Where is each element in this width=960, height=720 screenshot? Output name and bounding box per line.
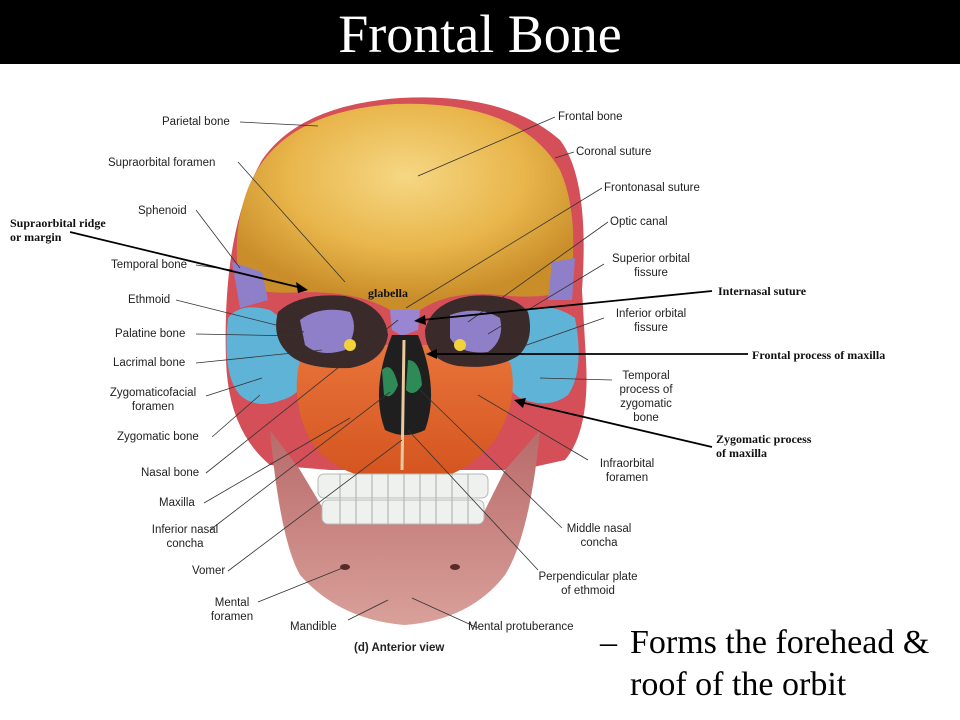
label-temporal-process-line4: bone [633, 412, 659, 424]
label-optic-canal: Optic canal [610, 216, 668, 228]
left-optic-yellow [344, 339, 356, 351]
annotation-supraorbital-line2: or margin [10, 230, 62, 244]
label-sup-orbital-line1: Superior orbital [612, 253, 690, 265]
label-mental-foramen: Mental foramen [202, 596, 262, 624]
annotation-supraorbital-ridge: Supraorbital ridge or margin [10, 216, 106, 244]
label-mental-protuberance: Mental protuberance [468, 621, 574, 633]
label-inf-nasal-line1: Inferior nasal [151, 524, 219, 536]
annotation-glabella: glabella [368, 286, 409, 300]
label-inferior-orbital-fissure: Inferior orbital fissure [596, 307, 706, 335]
label-mental-foramen-line1: Mental [214, 597, 250, 609]
annotation-zygomatic-process-line2: of maxilla [716, 446, 767, 460]
label-temporal-process-line1: Temporal [622, 370, 670, 382]
mental-foramen-right [450, 564, 460, 570]
label-inf-orbital-line1: Inferior orbital [615, 308, 687, 320]
label-coronal-suture: Coronal suture [576, 146, 652, 158]
frontal-bone-shape [236, 103, 574, 310]
label-perpendicular-plate: Perpendicular plate of ethmoid [528, 570, 648, 598]
label-infraorbital-line1: Infraorbital [599, 458, 655, 470]
label-infraorbital-line2: foramen [605, 472, 649, 484]
bullet-dash: – [600, 624, 617, 661]
slide-title: Frontal Bone [338, 4, 622, 64]
label-zygomaticofacial-foramen: Zygomaticofacial foramen [98, 386, 208, 414]
label-temporal-process: Temporal process of zygomatic bone [606, 369, 686, 425]
label-vomer: Vomer [192, 565, 226, 577]
label-ethmoid: Ethmoid [128, 294, 171, 306]
nasal-concha-right [406, 360, 422, 394]
title-bar [0, 0, 960, 64]
label-sup-orbital-line2: fissure [634, 267, 668, 279]
annotation-zygomatic-process: Zygomatic process of maxilla [716, 432, 811, 460]
label-parietal-bone: Parietal bone [162, 116, 230, 128]
label-temporal-bone: Temporal bone [111, 259, 188, 271]
label-mental-foramen-line2: foramen [210, 611, 254, 623]
label-perp-plate-line1: Perpendicular plate [538, 571, 638, 583]
label-zygomatic-bone: Zygomatic bone [117, 431, 199, 443]
label-inf-orbital-line2: fissure [634, 322, 668, 334]
right-optic-yellow [454, 339, 466, 351]
annotation-frontal-process: Frontal process of maxilla [752, 348, 886, 362]
label-superior-orbital-fissure: Superior orbital fissure [596, 252, 706, 280]
bullet-line1: Forms the forehead & [630, 624, 930, 661]
annotation-zygomatic-process-line1: Zygomatic process [716, 432, 812, 446]
nasal-bone-shape [390, 310, 420, 336]
view-caption: (d) Anterior view [354, 642, 445, 654]
label-perp-plate-line2: of ethmoid [561, 585, 615, 597]
label-sphenoid: Sphenoid [138, 205, 187, 217]
label-supraorbital-foramen: Supraorbital foramen [108, 157, 216, 169]
label-frontonasal-suture: Frontonasal suture [604, 182, 700, 194]
label-nasal-bone: Nasal bone [141, 467, 200, 479]
label-frontal-bone: Frontal bone [558, 111, 623, 123]
label-palatine-bone: Palatine bone [115, 328, 186, 340]
label-middle-nasal-line1: Middle nasal [566, 523, 632, 535]
label-middle-nasal-concha: Middle nasal concha [554, 522, 644, 550]
label-zygomaticofacial-line1: Zygomaticofacial [109, 387, 197, 399]
label-temporal-process-line3: zygomatic [620, 398, 672, 410]
label-middle-nasal-line2: concha [580, 537, 618, 549]
label-infraorbital-foramen: Infraorbital foramen [582, 457, 672, 485]
left-orbit-inner [300, 309, 354, 354]
mandible-shape [270, 430, 540, 625]
label-temporal-process-line2: process of [619, 384, 673, 396]
label-inferior-nasal-concha: Inferior nasal concha [130, 523, 240, 551]
sphenoid-right-shape [548, 258, 575, 300]
nasal-concha-left [382, 367, 398, 397]
nasal-septum [400, 339, 406, 471]
annotation-supraorbital-line1: Supraorbital ridge [10, 216, 106, 230]
label-lacrimal-bone: Lacrimal bone [113, 357, 186, 369]
annotation-internasal-suture: Internasal suture [718, 284, 807, 298]
nasal-cavity-shape [378, 335, 432, 435]
teeth-group [317, 473, 489, 525]
bullet-line2: roof of the orbit [630, 666, 847, 703]
label-maxilla: Maxilla [159, 497, 195, 509]
label-inf-nasal-line2: concha [166, 538, 204, 550]
label-zygomaticofacial-line2: foramen [131, 401, 175, 413]
label-mandible: Mandible [290, 621, 337, 633]
